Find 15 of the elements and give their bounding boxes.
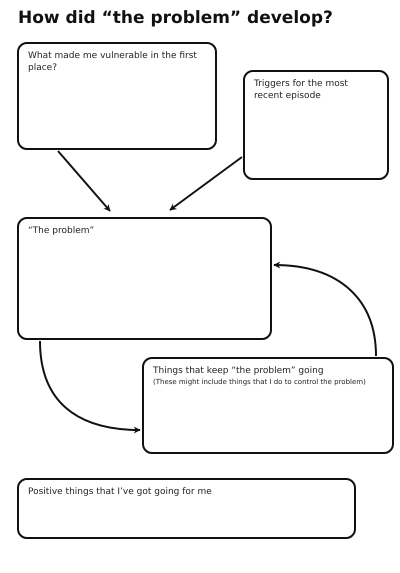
answer-box (142, 357, 394, 454)
arrow (169, 156, 243, 211)
arrow (273, 262, 377, 356)
prompt-text: “The problem” (28, 225, 96, 237)
answer-box (17, 42, 217, 150)
answer-box (17, 217, 272, 340)
arrow (39, 340, 141, 434)
answer-box (243, 70, 389, 180)
prompt-text: What made me vulnerable in the first place? (28, 50, 198, 74)
prompt-text: Things that keep “the problem” going (153, 365, 325, 377)
prompt-text: Triggers for the most recent episode (254, 78, 349, 102)
prompt-text: Positive things that I’ve got going for me (28, 486, 213, 498)
answer-box (17, 478, 356, 539)
arrow (57, 150, 111, 212)
page-title: How did “the problem” develop? (18, 8, 333, 28)
